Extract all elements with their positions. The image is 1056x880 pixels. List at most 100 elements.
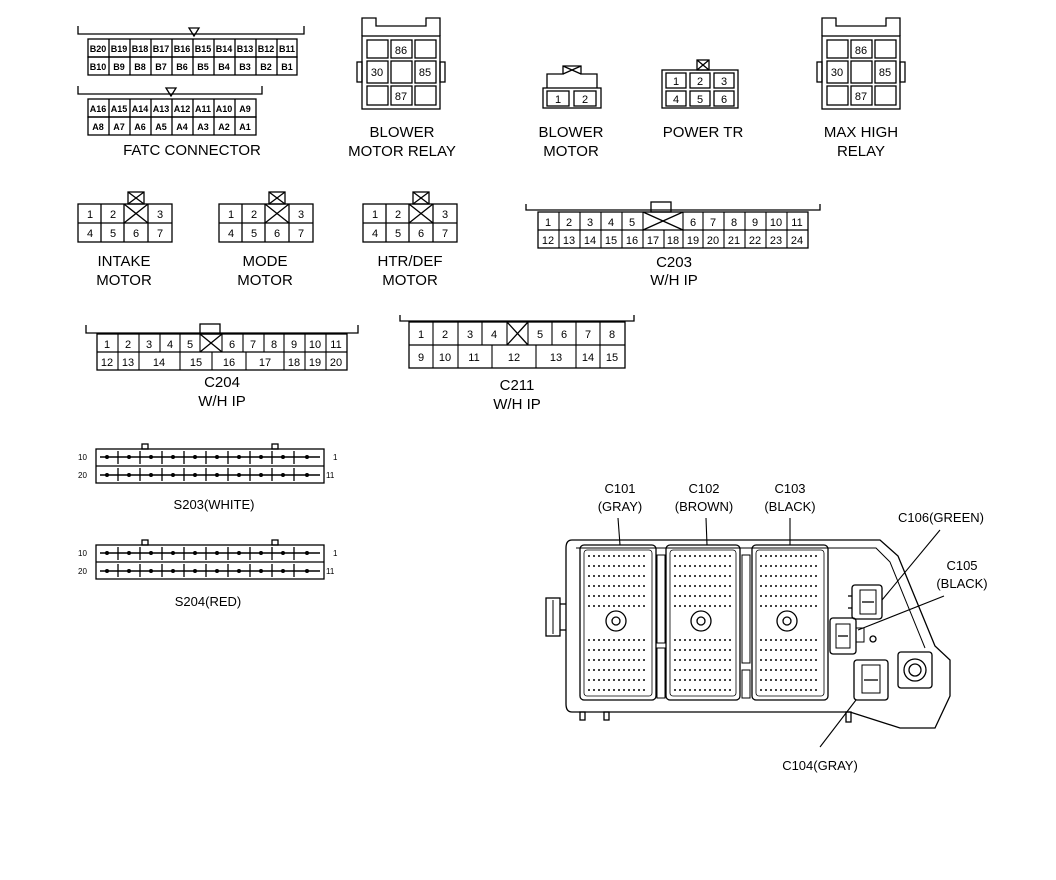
- c211-pin: 8: [609, 329, 615, 341]
- c204-pin: 13: [122, 357, 134, 369]
- c211-label: C211: [500, 377, 535, 394]
- c204-pin: 12: [101, 357, 113, 369]
- blower-motor-connector: 1 2 BLOWER MOTOR: [538, 65, 604, 160]
- c211-pin: 15: [606, 352, 618, 364]
- s204-label: S204(RED): [175, 594, 241, 609]
- c106-socket: [848, 584, 883, 620]
- c211-pin: 7: [585, 329, 591, 341]
- c203-pin: 7: [710, 217, 716, 229]
- fatc-pin: A15: [111, 104, 128, 114]
- blower-motor-pin: 1: [555, 94, 561, 106]
- c203-pin: 21: [728, 235, 740, 247]
- fatc-pin: A11: [195, 104, 211, 114]
- fatc-pin: A4: [176, 122, 188, 132]
- c103-label: C103: [774, 481, 805, 496]
- intake-label: MOTOR: [96, 272, 152, 289]
- c203-pin: 14: [584, 235, 596, 247]
- fatc-pin: B20: [90, 44, 107, 54]
- power-tr-pin: 3: [721, 76, 727, 88]
- c211-pin: 4: [491, 329, 497, 341]
- relay-pin: 87: [855, 91, 867, 103]
- fatc-row-b-lower: B10 B9 B8 B7 B6 B5 B4 B3 B2 B1: [87, 56, 298, 76]
- power-tr-pin: 2: [697, 76, 703, 88]
- fatc-pin: A2: [218, 122, 230, 132]
- relay-pin: 30: [831, 67, 843, 79]
- intake-pin: 6: [133, 228, 139, 240]
- c203-pin: 20: [707, 235, 719, 247]
- c204-label: C204: [204, 374, 240, 391]
- c211-pin: 14: [582, 352, 594, 364]
- fatc-pin: B17: [153, 44, 170, 54]
- fatc-pin: A8: [92, 122, 104, 132]
- fatc-pin: B1: [281, 62, 293, 72]
- htr-pin: 1: [372, 209, 378, 221]
- c204-pin: 4: [167, 339, 173, 351]
- htr-pin: 3: [442, 209, 448, 221]
- s204-pin-label: 11: [326, 567, 335, 576]
- intake-pin: 1: [87, 209, 93, 221]
- fatc-pin: B13: [237, 44, 254, 54]
- fatc-row-a-upper: A16 A15 A14 A13 A12 A11 A10 A9: [87, 98, 257, 118]
- fatc-pin: B11: [279, 44, 295, 54]
- c204-connector: 1 2 3 4 5 6 7 8 9 10 11 12 13 14 15 16 1…: [85, 323, 359, 410]
- s203-connector: 10 20 1 11 S203(WHITE): [78, 443, 338, 512]
- fatc-pin: A14: [132, 104, 149, 114]
- htr-pin: 4: [372, 228, 378, 240]
- intake-pin: 4: [87, 228, 93, 240]
- fatc-pin: B15: [195, 44, 212, 54]
- relay-socket: [897, 651, 933, 689]
- s203-pin-label: 20: [78, 471, 87, 480]
- c101-fuse-panel: [579, 544, 657, 701]
- relay-pin: 85: [879, 67, 891, 79]
- c204-label: W/H IP: [198, 393, 246, 410]
- s204-connector: 10 20 1 11 S204(RED): [78, 539, 338, 609]
- relay-pin: 87: [395, 91, 407, 103]
- power-tr-pin: 4: [673, 94, 679, 106]
- c102-fuse-panel: [665, 544, 741, 701]
- c203-pin: 1: [545, 217, 551, 229]
- fatc-pin: A12: [174, 104, 191, 114]
- c203-label: C203: [656, 254, 692, 271]
- c203-pin: 8: [731, 217, 737, 229]
- c203-pin: 13: [563, 235, 575, 247]
- fatc-pin: A1: [239, 122, 251, 132]
- s203-pin-label: 1: [333, 453, 338, 462]
- c204-pin: 3: [146, 339, 152, 351]
- htr-pin: 7: [442, 228, 448, 240]
- intake-motor-connector: 1 2 3 4 5 6 7 INTAKE MOTOR: [77, 191, 173, 289]
- relay-pin: 86: [855, 45, 867, 57]
- c203-pin: 2: [566, 217, 572, 229]
- intake-pin: 3: [157, 209, 163, 221]
- c106-label: C106(GREEN): [898, 510, 984, 525]
- htr-pin: 5: [395, 228, 401, 240]
- mode-pin: 4: [228, 228, 234, 240]
- c204-pin: 15: [190, 357, 202, 369]
- c211-pin: 6: [561, 329, 567, 341]
- relay-pin: 85: [419, 67, 431, 79]
- htr-def-motor-connector: 1 2 3 4 5 6 7 HTR/DEF MOTOR: [362, 191, 458, 289]
- c204-pin: 9: [291, 339, 297, 351]
- s204-lower-bus: [100, 564, 320, 577]
- htr-pin: 2: [395, 209, 401, 221]
- mode-motor-connector: 1 2 3 4 5 6 7 MODE MOTOR: [218, 191, 314, 289]
- fatc-pin: B3: [239, 62, 251, 72]
- c211-pin: 12: [508, 352, 520, 364]
- c211-pin: 11: [468, 352, 479, 364]
- c101-label: C101: [604, 481, 635, 496]
- intake-pin: 5: [110, 228, 116, 240]
- fatc-pin: B6: [176, 62, 188, 72]
- c203-pin: 9: [752, 217, 758, 229]
- fatc-pin: A6: [134, 122, 146, 132]
- c211-pin: 13: [550, 352, 562, 364]
- power-tr-label: POWER TR: [663, 124, 744, 141]
- c203-pin: 18: [667, 235, 679, 247]
- c211-pin: 2: [442, 329, 448, 341]
- fatc-pin: A13: [153, 104, 170, 114]
- fatc-pin: B19: [111, 44, 128, 54]
- fatc-pin: B14: [216, 44, 233, 54]
- fatc-pin: A3: [197, 122, 209, 132]
- c211-connector: 1 2 3 4 5 6 7 8 9 10 11 12 13 14 15 C211…: [399, 315, 635, 413]
- c204-pin: 6: [229, 339, 235, 351]
- c204-pin: 18: [288, 357, 300, 369]
